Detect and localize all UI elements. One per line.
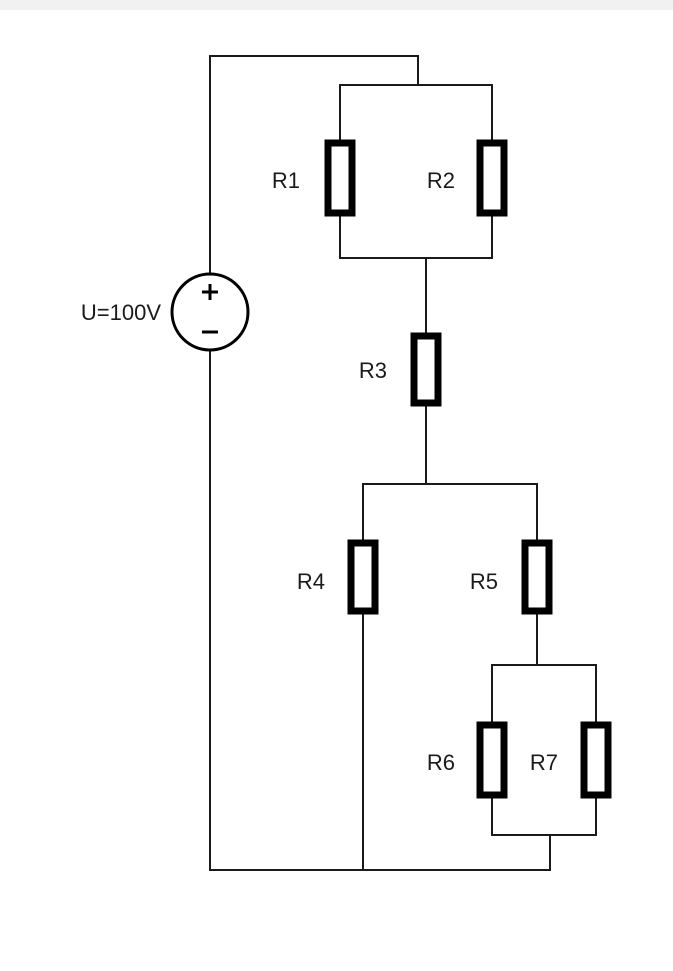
resistor-r2-label: R2 [427, 168, 455, 193]
resistor-r6-label: R6 [427, 750, 455, 775]
wire-r12-bottom [339, 216, 493, 259]
wire-source-top [209, 55, 419, 276]
resistor-r1 [324, 139, 356, 217]
resistor-r5-label: R5 [470, 569, 498, 594]
source-label: U=100V [81, 300, 161, 325]
voltage-source-circle [170, 272, 250, 352]
wire-r67-top [491, 664, 597, 722]
wires [209, 55, 597, 871]
resistor-r1-label: R1 [272, 168, 300, 193]
resistor-r3 [410, 332, 442, 407]
page-top-edge [0, 0, 673, 10]
resistor-r3-label: R3 [359, 358, 387, 383]
resistor-r5 [521, 539, 553, 615]
resistor-r7 [580, 721, 612, 799]
voltage-source: U=100V [81, 272, 250, 352]
wire-r45-top [362, 483, 538, 540]
wire-r12-top [339, 84, 493, 140]
resistor-r4-label: R4 [297, 569, 325, 594]
wire-r67-bottom [491, 798, 597, 836]
resistor-r7-label: R7 [530, 750, 558, 775]
resistor-r2 [476, 139, 508, 217]
resistor-r4 [347, 539, 379, 615]
wire-source-bottom [209, 345, 551, 871]
resistor-r6 [476, 721, 508, 799]
